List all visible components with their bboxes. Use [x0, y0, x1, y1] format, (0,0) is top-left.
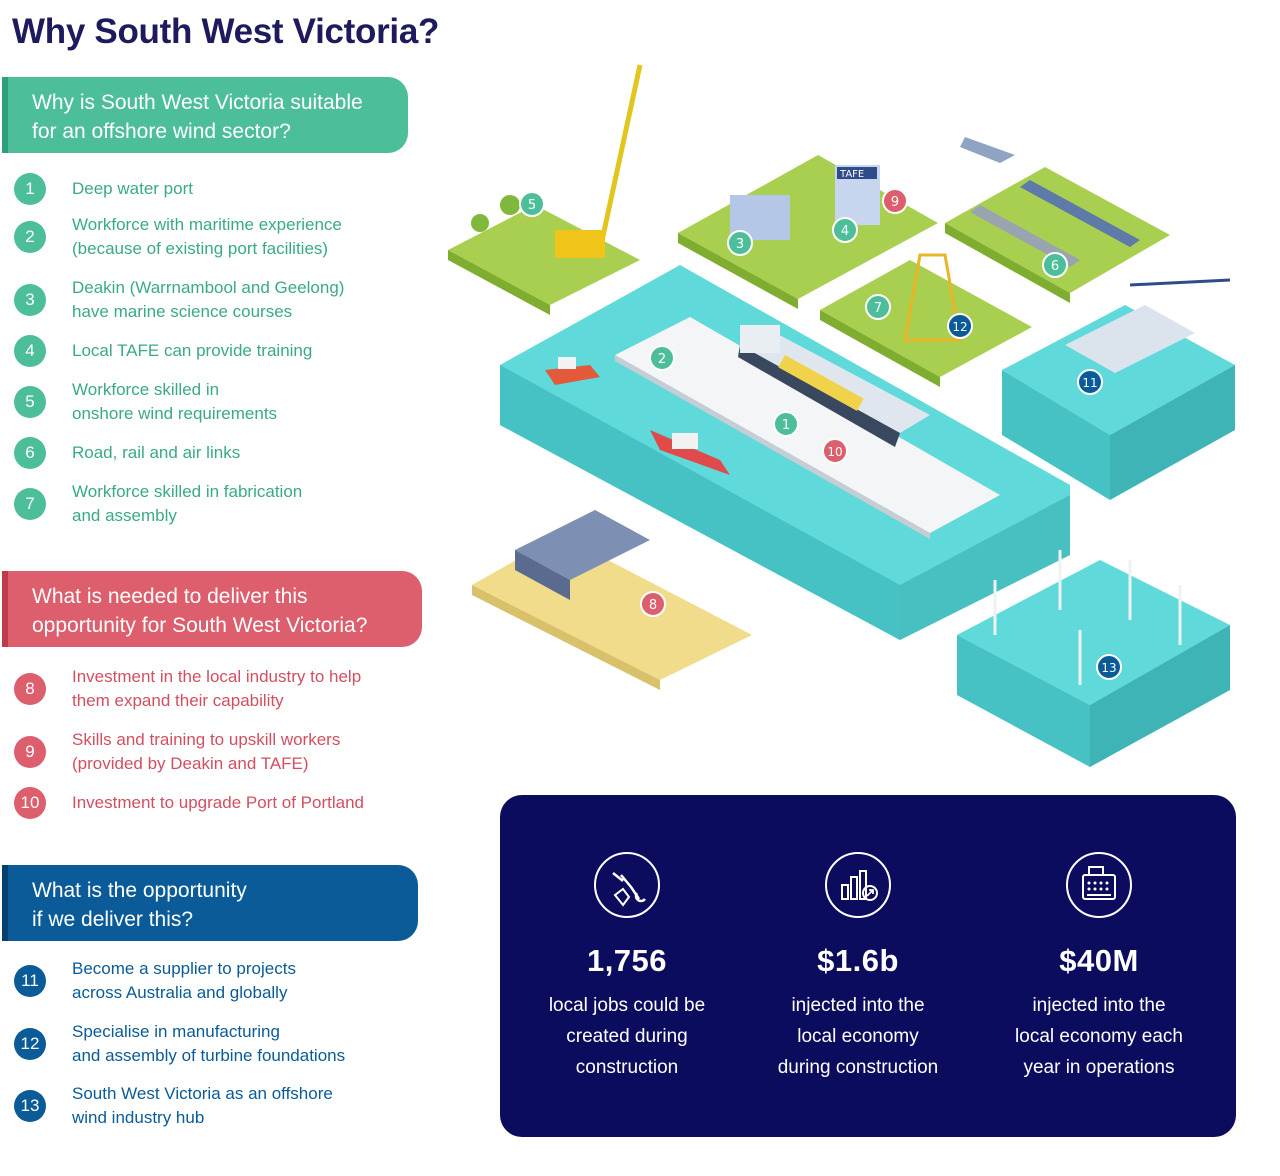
- list-item: 9 Skills and training to upskill workers …: [14, 728, 340, 776]
- svg-text:10: 10: [827, 445, 842, 459]
- stat-value: $40M: [1059, 943, 1139, 978]
- svg-text:12: 12: [952, 320, 967, 334]
- page-title: Why South West Victoria?: [12, 12, 440, 51]
- marker-12: 12: [947, 313, 973, 339]
- svg-text:4: 4: [841, 224, 849, 239]
- wrench-hand-icon: [594, 852, 660, 918]
- item-number: 10: [14, 787, 46, 819]
- svg-text:7: 7: [874, 301, 882, 316]
- item-number: 13: [14, 1090, 46, 1122]
- item-number: 5: [14, 386, 46, 418]
- marker-5: 5: [519, 191, 545, 217]
- list-item: 1 Deep water port: [14, 173, 193, 205]
- crane-platform: [448, 64, 643, 315]
- item-number: 6: [14, 437, 46, 469]
- svg-text:13: 13: [1101, 661, 1116, 675]
- item-number: 9: [14, 736, 46, 768]
- svg-text:11: 11: [1082, 376, 1097, 390]
- list-item: 13 South West Victoria as an offshore win…: [14, 1082, 333, 1130]
- cash-register-icon: [1066, 852, 1132, 918]
- transport-platform: [945, 137, 1170, 303]
- list-item: 8 Investment in the local industry to hel…: [14, 665, 361, 713]
- marker-11: 11: [1077, 369, 1103, 395]
- section-heading-needed: What is needed to deliver this opportuni…: [2, 571, 422, 647]
- wind-farm-platform: [957, 550, 1230, 767]
- item-text: Local TAFE can provide training: [72, 341, 313, 360]
- bar-chart-growth-icon: [825, 852, 891, 918]
- water-channel: [500, 265, 1070, 640]
- stat-caption: local jobs could be created during const…: [548, 995, 706, 1078]
- svg-text:3: 3: [736, 237, 744, 252]
- list-item: 4 Local TAFE can provide training: [14, 335, 312, 367]
- factory-platform: [472, 510, 752, 690]
- stat-value: 1,756: [586, 943, 668, 978]
- item-number: 4: [14, 335, 46, 367]
- list-item: 3 Deakin (Warrnambool and Geelong) have m…: [14, 276, 344, 324]
- item-text: Workforce with maritime experience (beca…: [72, 215, 342, 258]
- marker-2: 2: [649, 345, 675, 371]
- marker-6: 6: [1042, 252, 1068, 278]
- item-number: 1: [14, 173, 46, 205]
- svg-text:2: 2: [658, 352, 666, 367]
- marker-13: 13: [1096, 654, 1122, 680]
- stat-value: $1.6b: [817, 943, 899, 978]
- item-number: 11: [14, 965, 46, 997]
- airplane-icon: [960, 137, 1015, 163]
- list-item: 6 Road, rail and air links: [14, 437, 240, 469]
- cargo-ship: [738, 325, 930, 447]
- port-illustration: TAFE 5 3 4 9: [448, 64, 1235, 767]
- list-item: 12 Specialise in manufacturing and assemb…: [14, 1020, 345, 1068]
- stats-panel: 1,756 local jobs could be created during…: [500, 795, 1236, 1137]
- tugboat: [545, 357, 600, 385]
- marker-4: 4: [832, 217, 858, 243]
- item-text: Investment to upgrade Port of Portland: [72, 793, 365, 812]
- item-text: Skills and training to upskill workers (…: [72, 730, 341, 773]
- item-text: Workforce skilled in onshore wind requir…: [72, 380, 278, 423]
- svg-text:5: 5: [528, 198, 536, 213]
- item-number: 12: [14, 1028, 46, 1060]
- item-text: Investment in the local industry to help…: [72, 667, 362, 710]
- item-text: Become a supplier to projects across Aus…: [72, 959, 296, 1002]
- section-heading-opportunity: What is the opportunity if we deliver th…: [2, 865, 418, 941]
- marker-9: 9: [882, 188, 908, 214]
- fabrication-platform: [820, 253, 1032, 387]
- item-number: 2: [14, 221, 46, 253]
- tafe-sign: TAFE: [839, 169, 864, 180]
- item-text: Road, rail and air links: [72, 443, 241, 462]
- item-text: South West Victoria as an offshore wind …: [72, 1084, 333, 1127]
- svg-text:9: 9: [891, 195, 899, 210]
- jackup-platform: [1002, 278, 1235, 500]
- list-item: 11 Become a supplier to projects across A…: [14, 957, 296, 1005]
- section-heading-suitable: Why is South West Victoria suitable for …: [2, 77, 408, 153]
- list-item: 2 Workforce with maritime experience (bec…: [14, 213, 342, 261]
- item-text: Deep water port: [72, 179, 193, 198]
- marker-7: 7: [865, 294, 891, 320]
- stat-caption: injected into the local economy during c…: [777, 995, 939, 1078]
- list-item: 7 Workforce skilled in fabrication and as…: [14, 480, 302, 528]
- red-vessel: [650, 430, 730, 475]
- item-text: Workforce skilled in fabrication and ass…: [72, 482, 303, 525]
- item-number: 7: [14, 488, 46, 520]
- svg-text:8: 8: [649, 598, 657, 613]
- marker-10: 10: [822, 438, 848, 464]
- marker-1: 1: [773, 411, 799, 437]
- marker-3: 3: [727, 230, 753, 256]
- item-number: 3: [14, 284, 46, 316]
- marker-8: 8: [640, 591, 666, 617]
- item-text: Deakin (Warrnambool and Geelong) have ma…: [72, 278, 345, 321]
- stat-caption: injected into the local economy each yea…: [1015, 995, 1183, 1078]
- item-number: 8: [14, 673, 46, 705]
- list-item: 5 Workforce skilled in onshore wind requi…: [14, 378, 277, 426]
- svg-text:1: 1: [782, 418, 790, 433]
- item-text: Specialise in manufacturing and assembly…: [72, 1022, 346, 1065]
- list-item: 10 Investment to upgrade Port of Portland: [14, 787, 364, 819]
- campus-platform: TAFE: [678, 155, 938, 309]
- svg-text:6: 6: [1051, 259, 1059, 274]
